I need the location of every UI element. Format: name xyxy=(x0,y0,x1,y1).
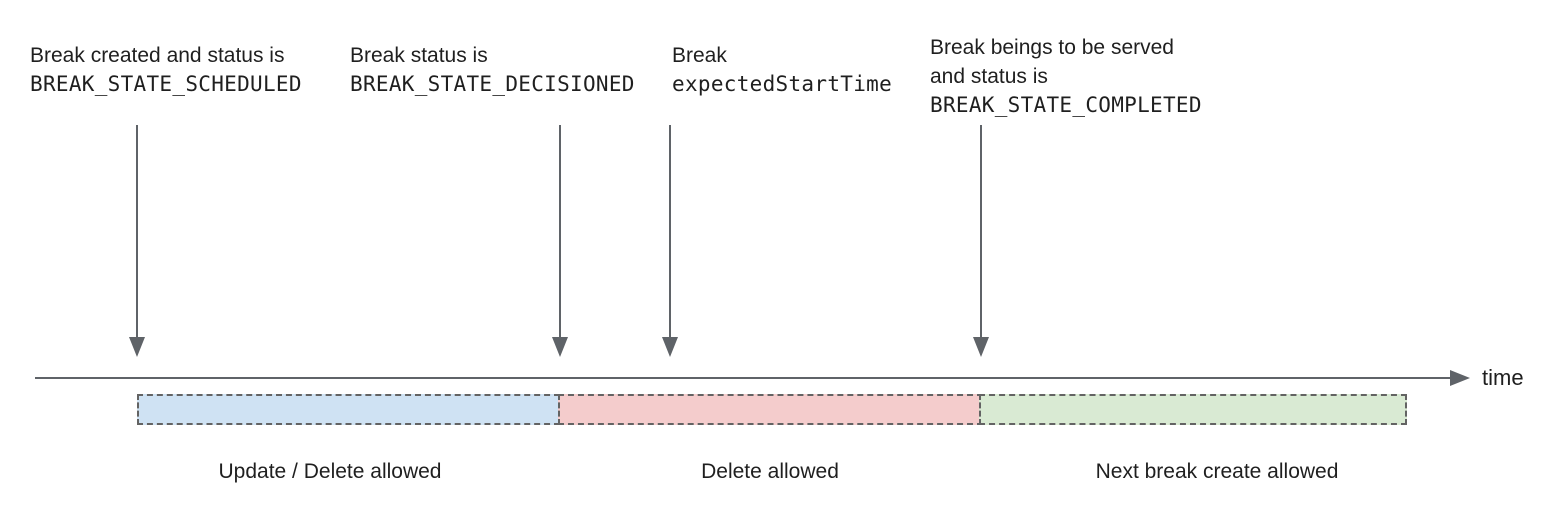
annotation-code: BREAK_STATE_COMPLETED xyxy=(930,93,1202,117)
arrow-shaft xyxy=(136,125,138,339)
segment-delete-allowed xyxy=(558,394,983,425)
time-axis-arrow-icon xyxy=(1450,370,1470,386)
annotation-text: Break status is xyxy=(350,44,488,67)
annotation-break-decisioned: Break status is BREAK_STATE_DECISIONED xyxy=(350,41,635,99)
annotation-code: BREAK_STATE_DECISIONED xyxy=(350,72,635,96)
arrow-head-icon xyxy=(973,337,989,357)
annotation-text: Break beings to be served xyxy=(930,36,1174,59)
segment-label-delete: Delete allowed xyxy=(701,460,839,483)
arrow-shaft xyxy=(669,125,671,339)
annotation-break-scheduled: Break created and status is BREAK_STATE_… xyxy=(30,41,302,99)
arrow-shaft xyxy=(559,125,561,339)
annotation-code: expectedStartTime xyxy=(672,72,893,96)
arrow-shaft xyxy=(980,125,982,339)
segment-update-delete-allowed xyxy=(137,394,560,425)
annotation-text: Break created and status is xyxy=(30,44,285,67)
segment-label-update-delete: Update / Delete allowed xyxy=(218,460,442,483)
annotation-break-completed: Break beings to be served and status is … xyxy=(930,33,1202,120)
time-axis-label: time xyxy=(1482,365,1524,390)
annotation-text: Break xyxy=(672,44,727,67)
arrow-head-icon xyxy=(662,337,678,357)
annotation-text: and status is xyxy=(930,65,1048,88)
segment-next-break-create-allowed xyxy=(979,394,1407,425)
arrow-head-icon xyxy=(129,337,145,357)
annotation-code: BREAK_STATE_SCHEDULED xyxy=(30,72,302,96)
annotation-expected-start-time: Break expectedStartTime xyxy=(672,41,892,99)
time-axis-line xyxy=(35,377,1452,379)
arrow-head-icon xyxy=(552,337,568,357)
segment-label-next-break: Next break create allowed xyxy=(1095,460,1339,483)
